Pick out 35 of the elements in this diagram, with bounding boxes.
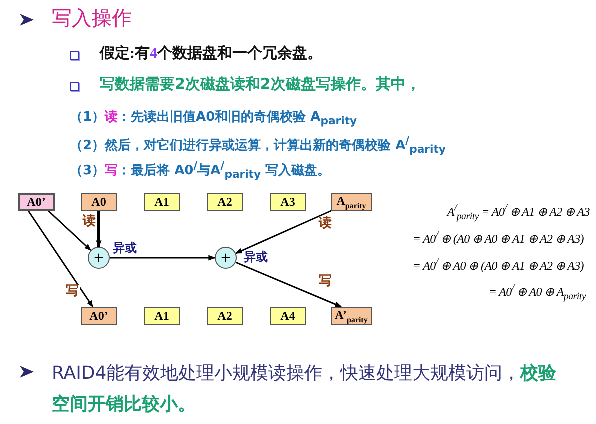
xor-circle: + bbox=[215, 247, 237, 269]
disk-block: A2 bbox=[207, 193, 243, 211]
arrow bbox=[96, 211, 102, 248]
step-text: （1）读：先读出旧值A0和旧的奇偶校验 A$_{parity}$ bbox=[70, 109, 358, 128]
equation: = A0$^{/}$ ⊕ A0 ⊕ (A0 ⊕ A1 ⊕ A2 ⊕ A3) bbox=[412, 257, 584, 274]
disk-block: A2 bbox=[207, 307, 243, 325]
equation: = A0$^{/}$ ⊕ (A0 ⊕ A0 ⊕ A1 ⊕ A2 ⊕ A3) bbox=[412, 230, 584, 247]
disk-block: A0’ bbox=[81, 307, 117, 325]
disk-block: A1 bbox=[144, 307, 180, 325]
disk-block: A’$_{parity}$ bbox=[331, 307, 372, 325]
step-text: （3）写：最后将 A0$^{/}$与A$^{/}$$_{parity}$ 写入磁盘。 bbox=[70, 159, 331, 181]
arrow bbox=[110, 255, 216, 261]
conclusion-text: RAID4能有效地处理小规模读操作，快速处理大规模访问，校验空间开销比较小。 bbox=[52, 362, 558, 417]
edge-label: 读 bbox=[82, 215, 97, 229]
disk-block: A0 bbox=[81, 193, 117, 211]
arrow bbox=[48, 210, 92, 252]
edge-label: 写 bbox=[65, 285, 80, 299]
disk-block: A0’ bbox=[18, 193, 55, 211]
arrow bbox=[235, 210, 332, 254]
disk-block: A4 bbox=[270, 307, 306, 325]
disk-block: A3 bbox=[270, 193, 306, 211]
disk-block: A1 bbox=[144, 193, 180, 211]
equation: A$^{/}$$_{parity}$ = A0$^{/}$ ⊕ A1 ⊕ A2 ⊕ A3 bbox=[447, 203, 590, 222]
xor-circle: + bbox=[88, 247, 110, 269]
disk-block: A$_{parity}$ bbox=[331, 193, 372, 211]
edge-label: 读 bbox=[318, 217, 333, 231]
arrow bbox=[236, 262, 342, 308]
operation-label: 异或 bbox=[244, 249, 268, 266]
arrow bbox=[28, 210, 94, 308]
step-heading: 写数据需要2次磁盘读和2次磁盘写操作。其中， bbox=[100, 75, 421, 94]
operation-label: 异或 bbox=[113, 240, 137, 257]
equation: = A0$^{/}$ ⊕ A0 ⊕ A$_{parity}$ bbox=[488, 283, 586, 302]
title: 写入操作 bbox=[52, 5, 132, 32]
edge-label: 写 bbox=[318, 275, 333, 289]
assumption-text: 假定:有4个数据盘和一个冗余盘。 bbox=[100, 44, 322, 63]
